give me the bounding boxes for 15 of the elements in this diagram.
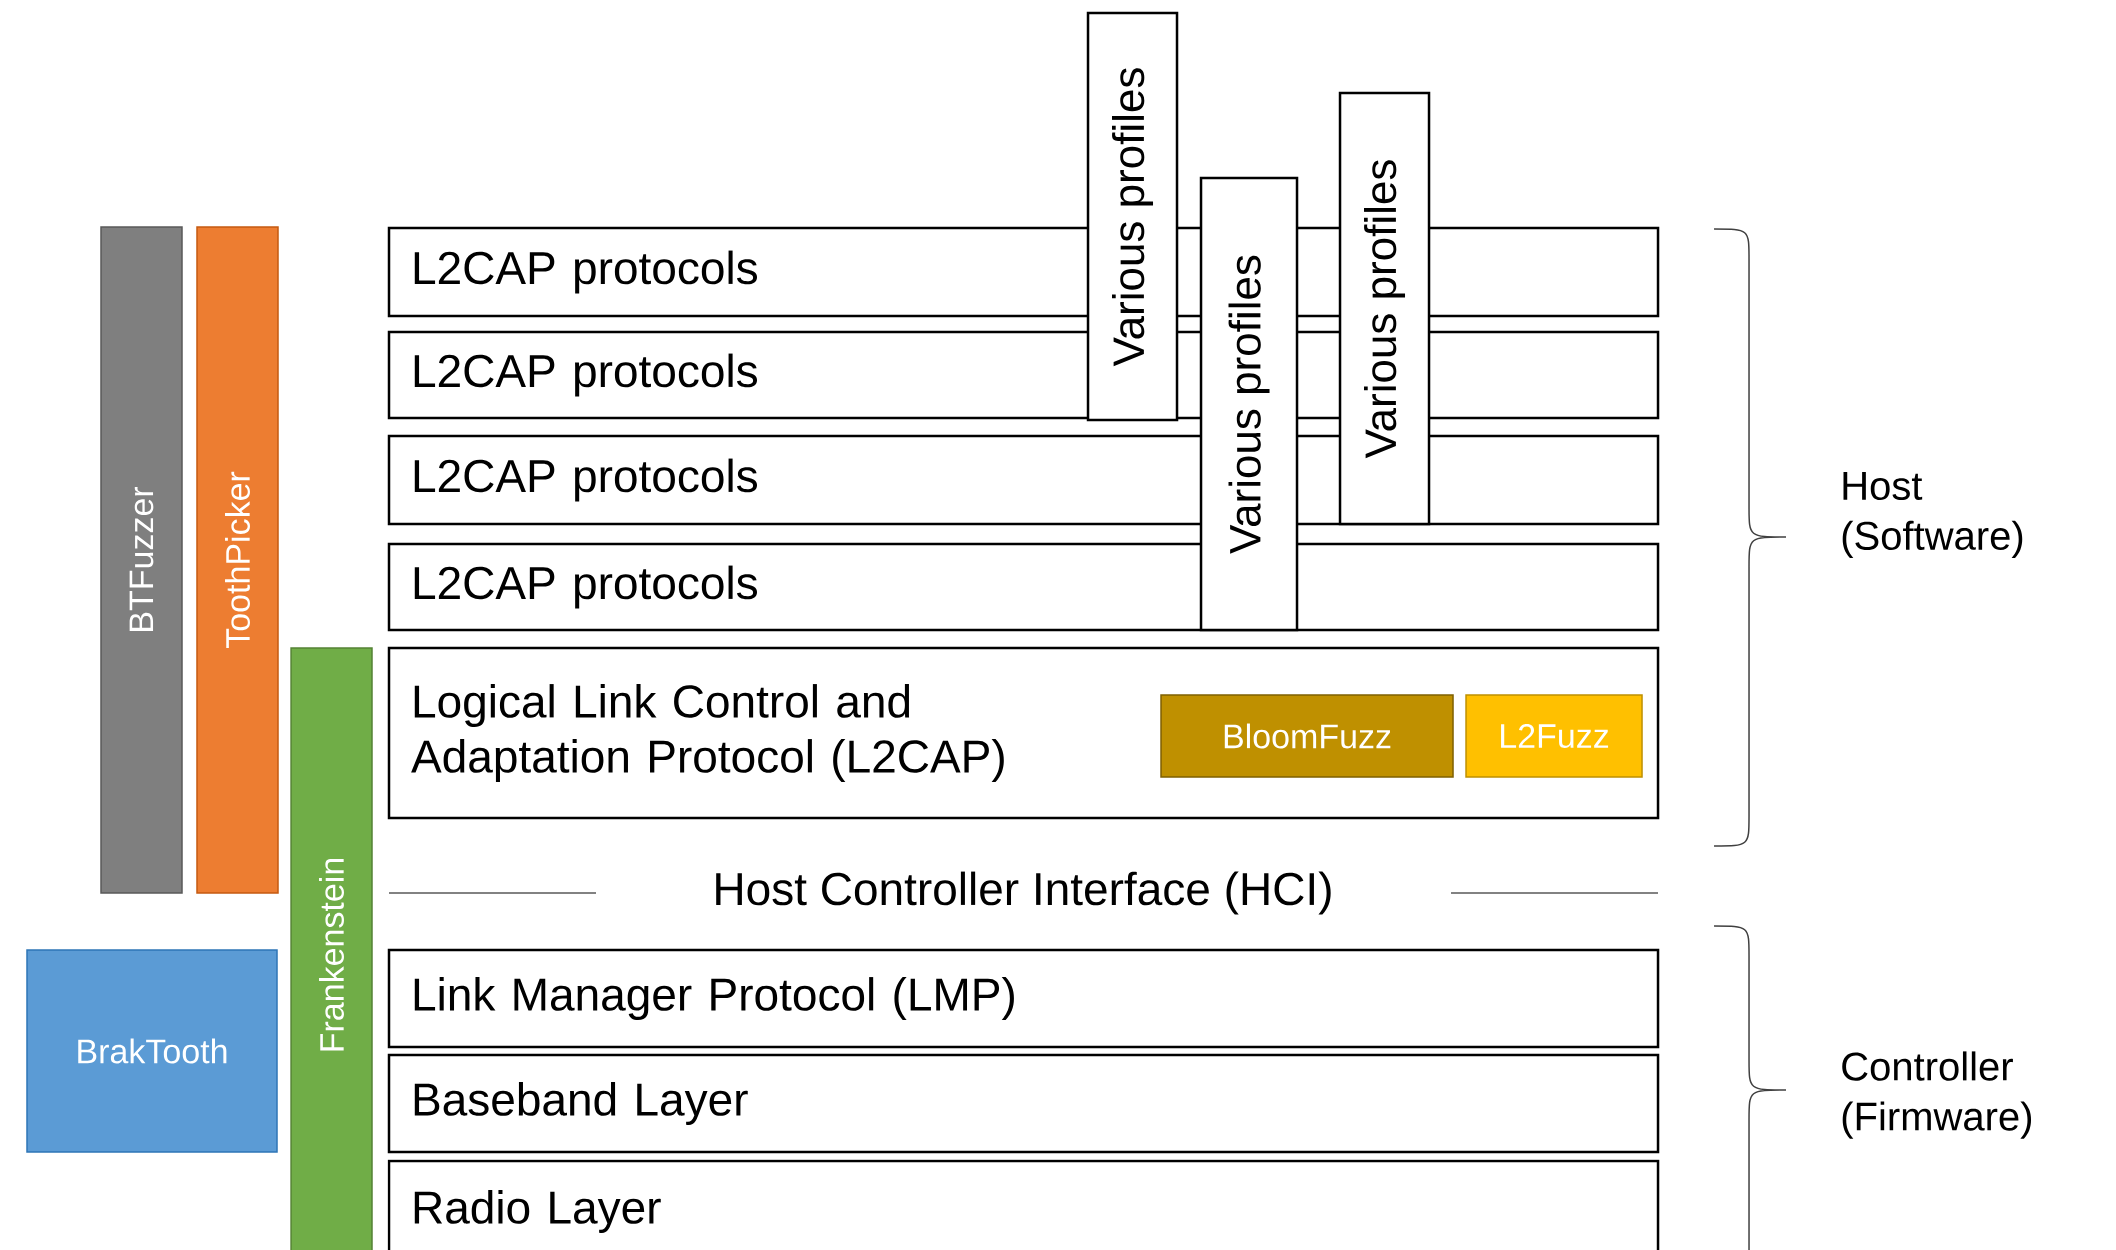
profile-box: Various profiles [1338, 91, 1431, 526]
tool-box: BloomFuzz [1160, 694, 1454, 778]
tool-box: L2Fuzz [1465, 694, 1643, 778]
bracket-label: Controller (Firmware) [1842, 1051, 2031, 1139]
profile-box: Various profiles [1199, 176, 1299, 632]
tool-bar: ToothPicker [196, 226, 279, 894]
tool-box: BrakTooth [26, 949, 278, 1153]
protocol-layer-box: Link Manager Protocol (LMP) [387, 948, 1660, 1049]
profile-box: Various profiles [1086, 11, 1179, 422]
protocol-layer-box: Radio Layer [387, 1159, 1660, 1250]
tool-bar: BTFuzzer [100, 226, 183, 894]
interface-label: Host Controller Interface (HCI) [716, 871, 1331, 915]
bracket-label: Host (Software) [1842, 472, 2023, 558]
protocol-layer-box: Baseband Layer [387, 1053, 1660, 1154]
tool-bar: Frankenstein [290, 647, 373, 1250]
